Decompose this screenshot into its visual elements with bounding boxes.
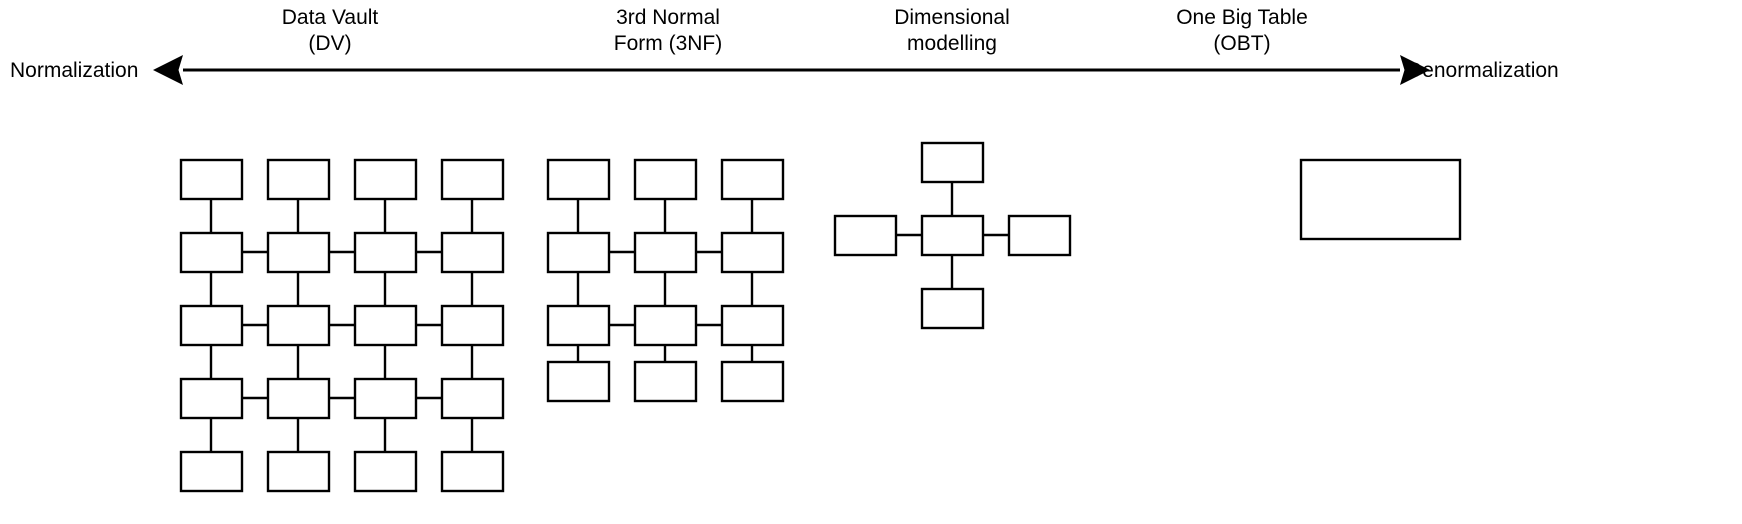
third-normal-form-table-box xyxy=(633,231,698,274)
star-schema-dimension-box xyxy=(920,141,985,184)
third-normal-form-table-box xyxy=(546,231,611,274)
column-header-data-vault: Data Vault (DV) xyxy=(281,6,379,55)
third-normal-form-table-box xyxy=(720,360,785,403)
data-vault-table-box xyxy=(353,158,418,201)
third-normal-form-table-box xyxy=(720,158,785,201)
third-normal-form-table-box xyxy=(633,360,698,403)
data-vault-table-box xyxy=(440,304,505,347)
column-header-third-normal-form: 3rd Normal Form (3NF) xyxy=(613,6,723,55)
third-normal-form-table-box xyxy=(546,360,611,403)
one-big-table-box xyxy=(1299,158,1462,241)
data-vault-table-box xyxy=(179,231,244,274)
data-vault-model xyxy=(179,158,505,493)
data-vault-table-box xyxy=(266,158,331,201)
column-header-dimensional-modelling: Dimensional modelling xyxy=(894,6,1010,55)
dimensional-modelling-star-schema xyxy=(833,141,1072,330)
axis-label-normalization: Normalization xyxy=(10,59,139,82)
third-normal-form-table-box xyxy=(546,304,611,347)
data-vault-table-box xyxy=(440,450,505,493)
column-header-one-big-table: One Big Table (OBT) xyxy=(1176,6,1308,55)
data-vault-table-box xyxy=(440,231,505,274)
data-vault-table-box xyxy=(179,158,244,201)
third-normal-form-table-box xyxy=(633,304,698,347)
data-vault-table-box xyxy=(266,231,331,274)
data-vault-table-box xyxy=(353,377,418,420)
axis-label-denormalization: Denormalization xyxy=(1407,59,1559,82)
star-schema-dimension-box xyxy=(833,214,898,257)
data-vault-table-box xyxy=(179,450,244,493)
data-vault-table-box xyxy=(179,304,244,347)
third-normal-form-table-box xyxy=(720,304,785,347)
third-normal-form-model xyxy=(546,158,785,403)
data-vault-table-box xyxy=(266,450,331,493)
star-schema-fact-box xyxy=(920,214,985,257)
star-schema-dimension-box xyxy=(1007,214,1072,257)
data-vault-table-box xyxy=(266,377,331,420)
data-vault-table-box xyxy=(353,231,418,274)
data-vault-table-box xyxy=(353,304,418,347)
data-vault-table-box xyxy=(266,304,331,347)
data-vault-table-box xyxy=(440,158,505,201)
star-schema-dimension-box xyxy=(920,287,985,330)
data-vault-table-box xyxy=(353,450,418,493)
third-normal-form-table-box xyxy=(546,158,611,201)
third-normal-form-table-box xyxy=(633,158,698,201)
data-vault-table-box xyxy=(179,377,244,420)
data-vault-table-box xyxy=(440,377,505,420)
one-big-table-model xyxy=(1299,158,1462,241)
third-normal-form-table-box xyxy=(720,231,785,274)
